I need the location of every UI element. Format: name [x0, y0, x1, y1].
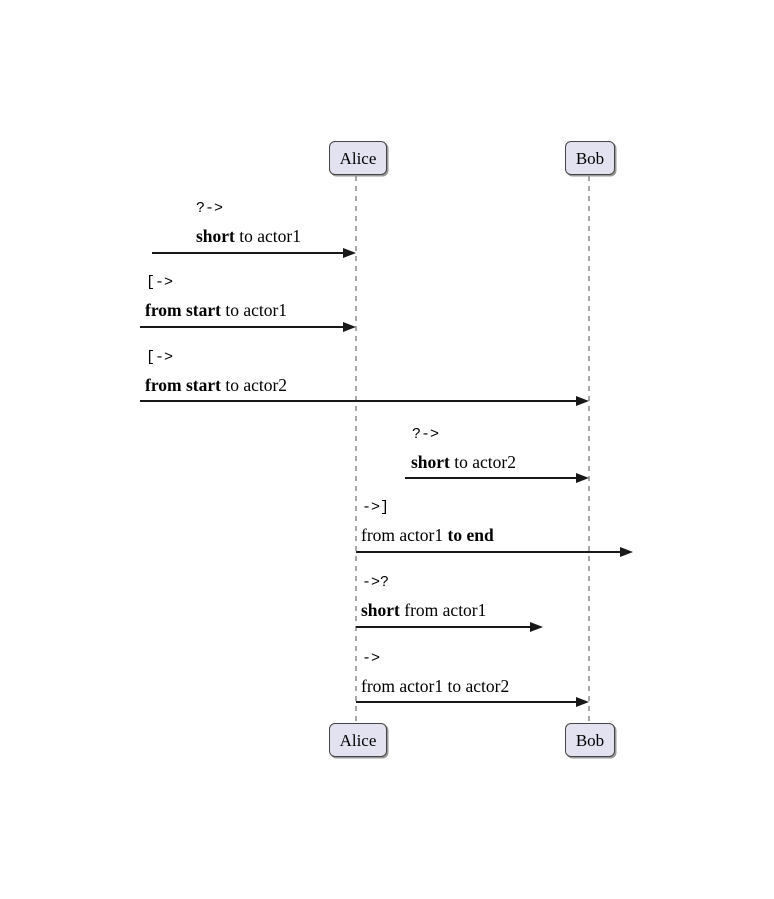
message-arrow: [152, 248, 356, 258]
message-label: short from actor1: [361, 600, 487, 620]
message-label: short to actor1: [196, 226, 301, 246]
label-post: from actor1: [399, 600, 487, 620]
label-post: to actor1: [220, 300, 288, 320]
label-post: to actor1: [234, 226, 301, 246]
label-bold: short: [361, 600, 400, 620]
message-syntax: ->?: [362, 574, 390, 591]
arrow-line: [356, 626, 532, 628]
actor-box-alice-bottom: Alice: [329, 723, 387, 757]
label-bold: from start: [145, 300, 221, 320]
message-syntax: ?->: [196, 200, 224, 217]
arrowhead-icon: [576, 396, 589, 406]
actor-box-bob-bottom: Bob: [565, 723, 615, 757]
arrow-line: [356, 701, 578, 703]
actor-box-alice-top: Alice: [329, 141, 387, 175]
message-syntax: ->]: [362, 499, 390, 516]
arrowhead-icon: [576, 473, 589, 483]
message-syntax: [->: [146, 349, 174, 366]
message-label: from actor1 to end: [361, 525, 494, 545]
actor-box-bob-top: Bob: [565, 141, 615, 175]
message-arrow: [140, 396, 589, 406]
label-bold: to end: [447, 525, 494, 545]
message-arrow: [356, 697, 589, 707]
arrowhead-icon: [343, 322, 356, 332]
message-arrow: [356, 622, 543, 632]
message-label: short to actor2: [411, 452, 516, 472]
actor-label-bob-bottom: Bob: [575, 730, 605, 750]
lifeline-alice: [355, 176, 357, 723]
message-label: from start to actor1: [145, 300, 288, 320]
message-label: from start to actor2: [145, 375, 288, 395]
arrowhead-icon: [576, 697, 589, 707]
arrowhead-icon: [620, 547, 633, 557]
label-post: to actor2: [220, 375, 288, 395]
actor-label-bob-top: Bob: [575, 148, 605, 168]
message-syntax: ?->: [412, 426, 440, 443]
message-arrow: [140, 322, 356, 332]
actor-label-alice-bottom: Alice: [339, 730, 377, 750]
arrowhead-icon: [530, 622, 543, 632]
label-pre: from actor1: [361, 525, 448, 545]
arrowhead-icon: [343, 248, 356, 258]
arrow-line: [140, 400, 578, 402]
arrow-line: [152, 252, 345, 254]
label-post: to actor2: [449, 452, 516, 472]
arrow-line: [356, 551, 622, 553]
message-label: from actor1 to actor2: [361, 676, 510, 696]
label-pre: from actor1 to actor2: [361, 676, 510, 696]
arrow-line: [140, 326, 345, 328]
message-arrow: [356, 547, 633, 557]
label-bold: short: [196, 226, 235, 246]
arrow-line: [405, 477, 578, 479]
actor-label-alice-top: Alice: [339, 148, 377, 168]
label-bold: from start: [145, 375, 221, 395]
message-syntax: [->: [146, 274, 174, 291]
message-arrow: [405, 473, 589, 483]
message-syntax: ->: [362, 650, 381, 667]
label-bold: short: [411, 452, 450, 472]
lifeline-bob: [588, 176, 590, 723]
